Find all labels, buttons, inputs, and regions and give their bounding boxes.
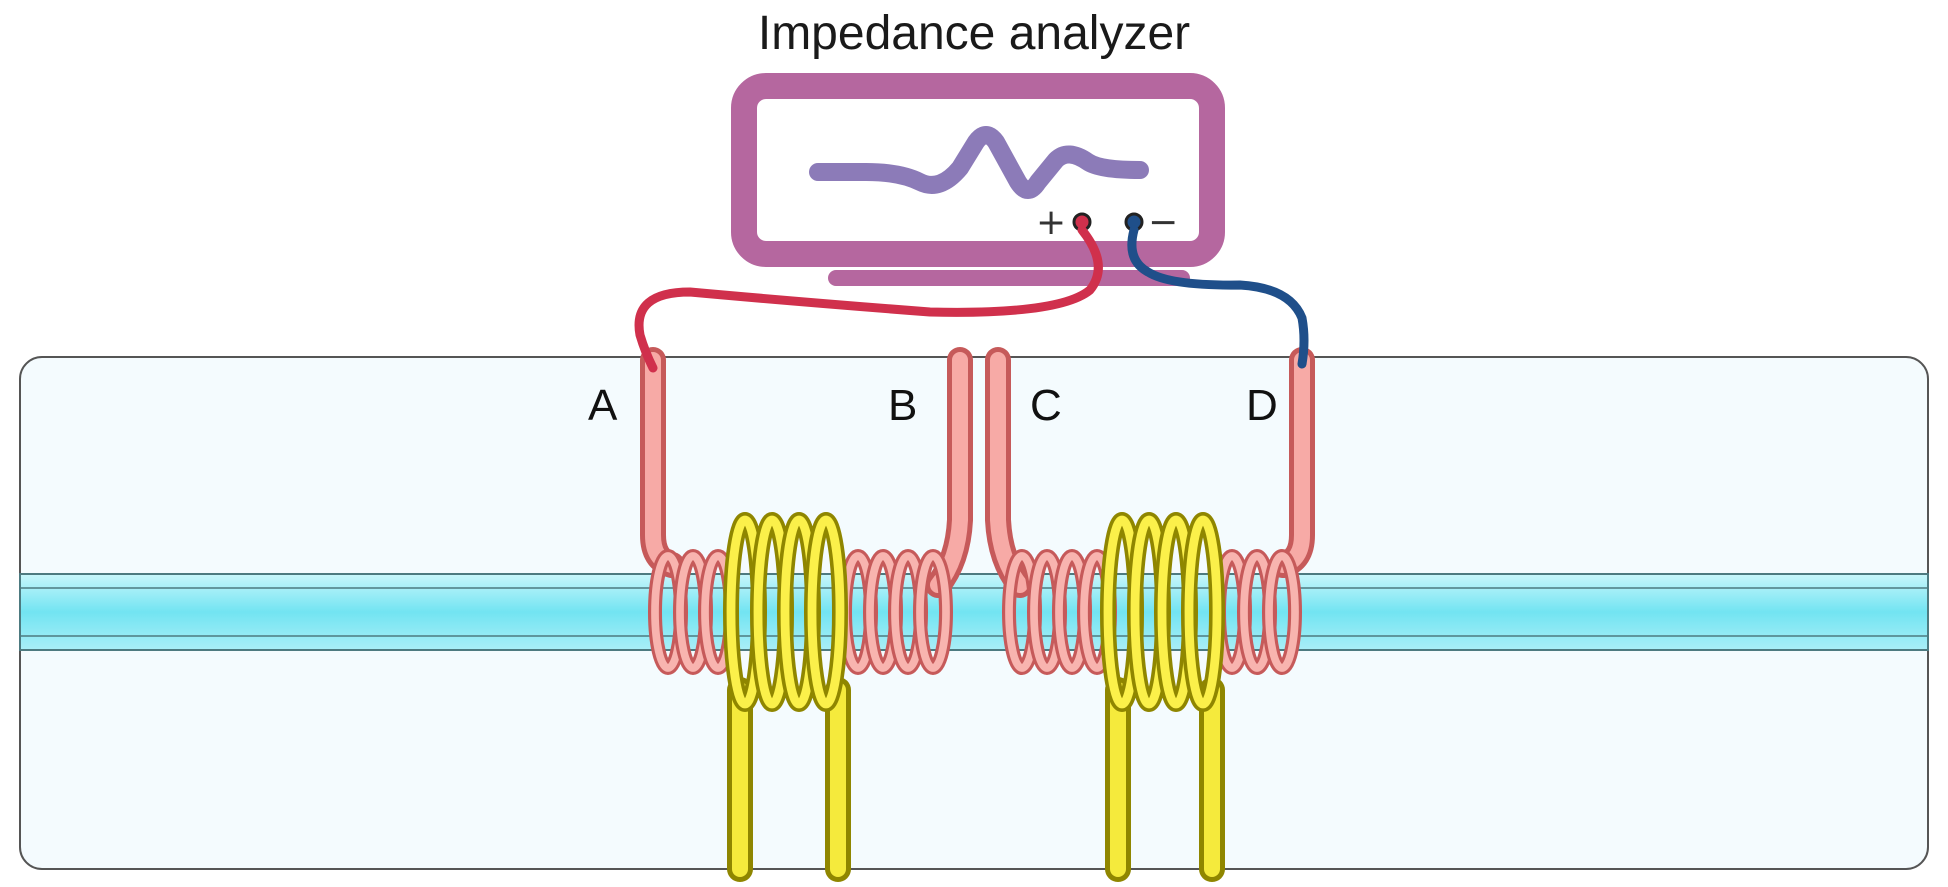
coil-label-b: B: [888, 381, 917, 430]
impedance-analyzer-monitor: [731, 73, 1225, 286]
minus-terminal-sign: −: [1148, 202, 1178, 243]
waveform-icon: [809, 126, 1149, 199]
plus-terminal-sign: +: [1036, 202, 1066, 243]
drive-coil-left: [723, 512, 851, 882]
drive-coil-right: [1100, 512, 1225, 882]
coil-label-c: C: [1030, 381, 1062, 430]
monitor-frame: [731, 73, 1225, 267]
coil-label-d: D: [1246, 381, 1278, 430]
pickup-coil-ab: [640, 347, 973, 675]
positive-lead-wire: [634, 225, 1103, 373]
negative-lead-wire: [1127, 225, 1309, 369]
optical-fiber: [19, 573, 1929, 651]
coil-label-a: A: [588, 381, 618, 430]
diagram-title: Impedance analyzer: [757, 7, 1191, 60]
monitor-stand: [828, 270, 1190, 286]
